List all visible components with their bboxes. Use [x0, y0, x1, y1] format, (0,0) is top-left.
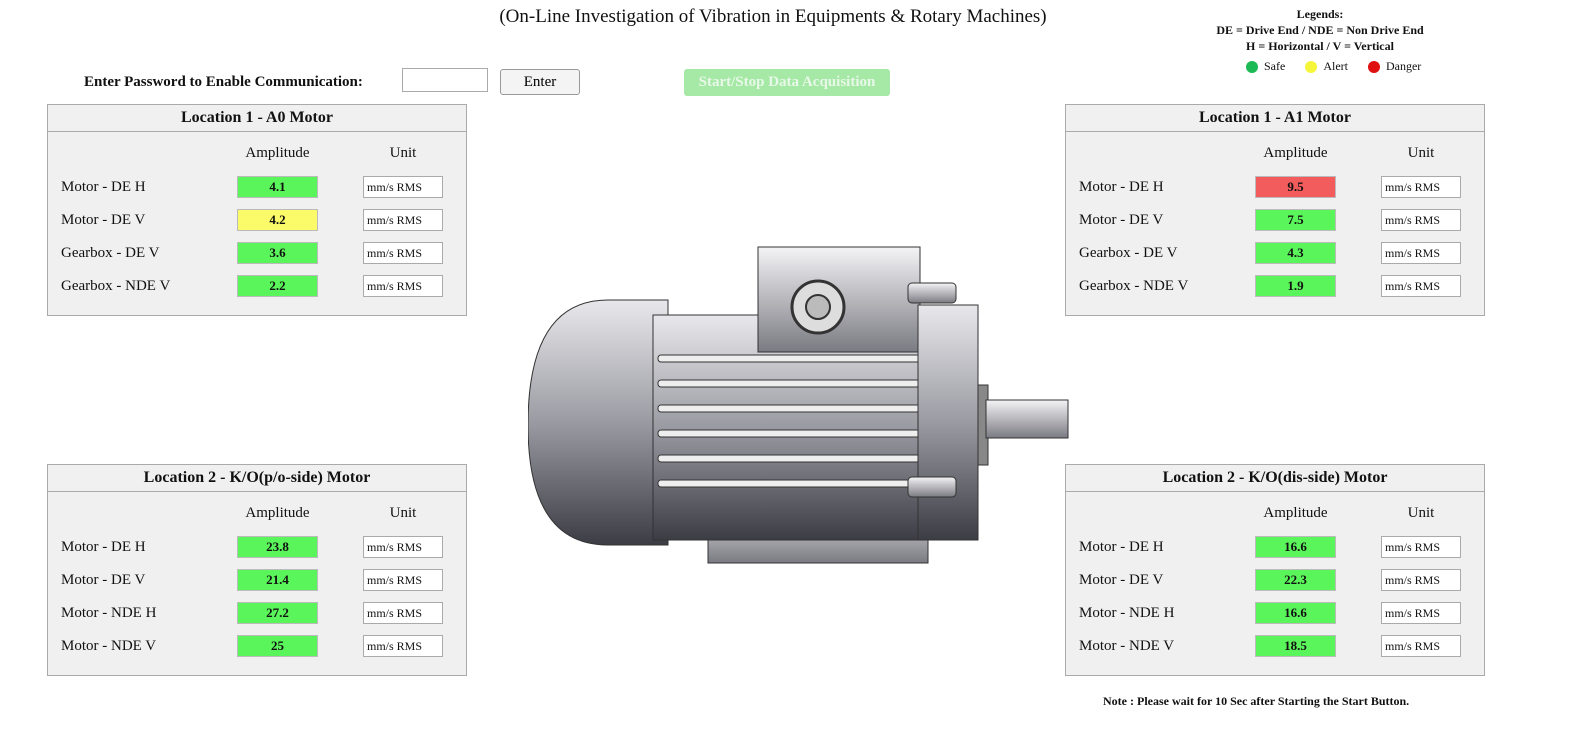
password-label: Enter Password to Enable Communication: [84, 74, 363, 90]
unit-field: mm/s RMS [363, 602, 443, 624]
amplitude-value: 4.3 [1255, 242, 1336, 264]
measurement-row: Motor - NDE H 16.6 mm/s RMS [1066, 602, 1484, 626]
unit-field: mm/s RMS [363, 209, 443, 231]
amplitude-value: 7.5 [1255, 209, 1336, 231]
amplitude-value: 16.6 [1255, 536, 1336, 558]
amplitude-header: Amplitude [1263, 145, 1328, 161]
legend-danger-label: Danger [1385, 59, 1422, 73]
measurement-row: Gearbox - DE V 3.6 mm/s RMS [48, 242, 466, 266]
measurement-row: Gearbox - DE V 4.3 mm/s RMS [1066, 242, 1484, 266]
unit-field: mm/s RMS [363, 536, 443, 558]
unit-header: Unit [389, 145, 417, 161]
unit-header: Unit [389, 505, 417, 521]
unit-field: mm/s RMS [1381, 242, 1461, 264]
unit-field: mm/s RMS [363, 635, 443, 657]
measurement-row: Motor - DE V 21.4 mm/s RMS [48, 569, 466, 593]
amplitude-value: 22.3 [1255, 569, 1336, 591]
legend-safe-dot-icon [1246, 60, 1258, 73]
amplitude-value: 23.8 [237, 536, 318, 558]
measurement-row: Motor - DE H 23.8 mm/s RMS [48, 536, 466, 560]
measurement-row: Motor - DE H 4.1 mm/s RMS [48, 176, 466, 200]
measurement-label: Motor - NDE H [61, 605, 157, 621]
unit-field: mm/s RMS [1381, 275, 1461, 297]
unit-field: mm/s RMS [363, 275, 443, 297]
start-stop-button[interactable]: Start/Stop Data Acquisition [684, 69, 890, 96]
measurement-row: Motor - DE H 9.5 mm/s RMS [1066, 176, 1484, 200]
measurement-row: Motor - DE V 4.2 mm/s RMS [48, 209, 466, 233]
amplitude-value: 25 [237, 635, 318, 657]
measurement-label: Motor - DE H [61, 539, 146, 555]
legend-heading: Legends: [1296, 7, 1344, 21]
unit-field: mm/s RMS [1381, 209, 1461, 231]
amplitude-header: Amplitude [245, 505, 310, 521]
measurement-label: Motor - NDE V [61, 638, 157, 654]
measurement-label: Motor - DE H [61, 179, 146, 195]
panel-title: Location 2 - K/O(dis-side) Motor [1066, 465, 1484, 492]
location-panel: Location 2 - K/O(dis-side) Motor Amplitu… [1065, 464, 1485, 676]
measurement-label: Motor - DE V [1079, 572, 1164, 588]
unit-field: mm/s RMS [363, 242, 443, 264]
measurement-row: Motor - NDE H 27.2 mm/s RMS [48, 602, 466, 626]
location-panel: Location 2 - K/O(p/o-side) Motor Amplitu… [47, 464, 467, 676]
measurement-label: Motor - NDE V [1079, 638, 1175, 654]
measurement-label: Gearbox - DE V [61, 245, 160, 261]
measurement-label: Gearbox - DE V [1079, 245, 1178, 261]
unit-header: Unit [1407, 145, 1435, 161]
measurement-row: Motor - DE V 22.3 mm/s RMS [1066, 569, 1484, 593]
panel-title: Location 2 - K/O(p/o-side) Motor [48, 465, 466, 492]
amplitude-value: 2.2 [237, 275, 318, 297]
motor-illustration [528, 246, 1069, 564]
measurement-row: Gearbox - NDE V 1.9 mm/s RMS [1066, 275, 1484, 299]
amplitude-value: 1.9 [1255, 275, 1336, 297]
measurement-label: Motor - DE H [1079, 539, 1164, 555]
password-input[interactable] [402, 68, 488, 92]
measurement-label: Motor - DE V [61, 212, 146, 228]
legend-safe-label: Safe [1264, 59, 1286, 73]
measurement-row: Gearbox - NDE V 2.2 mm/s RMS [48, 275, 466, 299]
measurement-row: Motor - NDE V 25 mm/s RMS [48, 635, 466, 659]
location-panel: Location 1 - A1 Motor Amplitude Unit Mot… [1065, 104, 1485, 316]
legend-danger-dot-icon [1367, 60, 1380, 73]
note-text: Note : Please wait for 10 Sec after Star… [1103, 694, 1410, 708]
unit-field: mm/s RMS [1381, 569, 1461, 591]
unit-field: mm/s RMS [1381, 602, 1461, 624]
amplitude-value: 16.6 [1255, 602, 1336, 624]
panel-title: Location 1 - A1 Motor [1066, 105, 1484, 132]
measurement-row: Motor - DE H 16.6 mm/s RMS [1066, 536, 1484, 560]
legend-alert-dot-icon [1305, 60, 1318, 73]
legend-line2: H = Horizontal / V = Vertical [1246, 39, 1394, 53]
amplitude-value: 27.2 [237, 602, 318, 624]
measurement-label: Motor - NDE H [1079, 605, 1175, 621]
amplitude-value: 4.2 [237, 209, 318, 231]
measurement-label: Motor - DE V [1079, 212, 1164, 228]
measurement-row: Motor - DE V 7.5 mm/s RMS [1066, 209, 1484, 233]
legend-status-items: Safe Alert Danger [1246, 59, 1421, 74]
measurement-label: Motor - DE H [1079, 179, 1164, 195]
amplitude-value: 9.5 [1255, 176, 1336, 198]
unit-field: mm/s RMS [363, 569, 443, 591]
panel-title: Location 1 - A0 Motor [48, 105, 466, 132]
legend-line1: DE = Drive End / NDE = Non Drive End [1216, 23, 1424, 37]
amplitude-value: 3.6 [237, 242, 318, 264]
amplitude-header: Amplitude [1263, 505, 1328, 521]
page-title: (On-Line Investigation of Vibration in E… [499, 6, 1047, 27]
amplitude-header: Amplitude [245, 145, 310, 161]
amplitude-value: 18.5 [1255, 635, 1336, 657]
unit-header: Unit [1407, 505, 1435, 521]
legend-alert-label: Alert [1323, 59, 1348, 73]
measurement-row: Motor - NDE V 18.5 mm/s RMS [1066, 635, 1484, 659]
unit-field: mm/s RMS [1381, 635, 1461, 657]
measurement-label: Motor - DE V [61, 572, 146, 588]
measurement-label: Gearbox - NDE V [1079, 278, 1189, 294]
legend: Legends: DE = Drive End / NDE = Non Driv… [1190, 6, 1450, 54]
unit-field: mm/s RMS [1381, 536, 1461, 558]
unit-field: mm/s RMS [1381, 176, 1461, 198]
amplitude-value: 4.1 [237, 176, 318, 198]
unit-field: mm/s RMS [363, 176, 443, 198]
amplitude-value: 21.4 [237, 569, 318, 591]
location-panel: Location 1 - A0 Motor Amplitude Unit Mot… [47, 104, 467, 316]
measurement-label: Gearbox - NDE V [61, 278, 171, 294]
enter-button[interactable]: Enter [500, 69, 580, 95]
